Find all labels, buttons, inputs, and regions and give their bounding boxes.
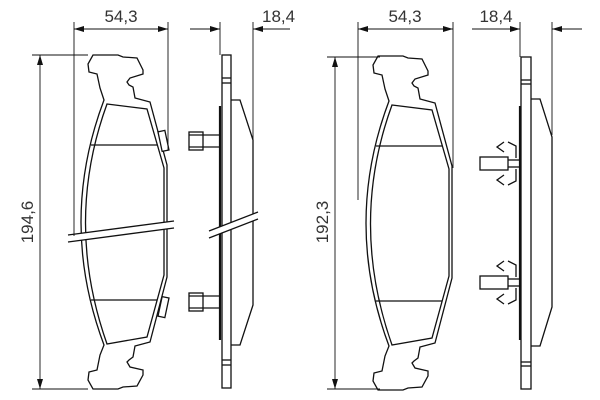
right-height-label: 192,3	[313, 201, 332, 244]
right-pad-front-view	[365, 55, 453, 391]
break-line	[68, 221, 174, 242]
right-width-label: 54,3	[388, 7, 421, 26]
piston-clip	[188, 131, 220, 151]
piston-clip	[188, 292, 220, 312]
right-pad-side-view	[479, 56, 553, 390]
left-dimensions: 54,3 18,4 194,6	[18, 7, 295, 390]
left-width-label: 54,3	[104, 7, 137, 26]
left-thickness-label: 18,4	[262, 7, 295, 26]
left-pad-side-view	[188, 54, 259, 389]
left-height-label: 194,6	[18, 201, 37, 244]
spring-clip	[479, 260, 520, 305]
right-thickness-label: 18,4	[479, 7, 512, 26]
wear-indicator-clip	[157, 295, 170, 319]
wear-indicator-clip	[157, 129, 170, 153]
spring-clip	[479, 141, 520, 186]
left-pad-front-view	[67, 54, 175, 390]
right-dimensions: 54,3 18,4 192,3	[313, 7, 582, 390]
